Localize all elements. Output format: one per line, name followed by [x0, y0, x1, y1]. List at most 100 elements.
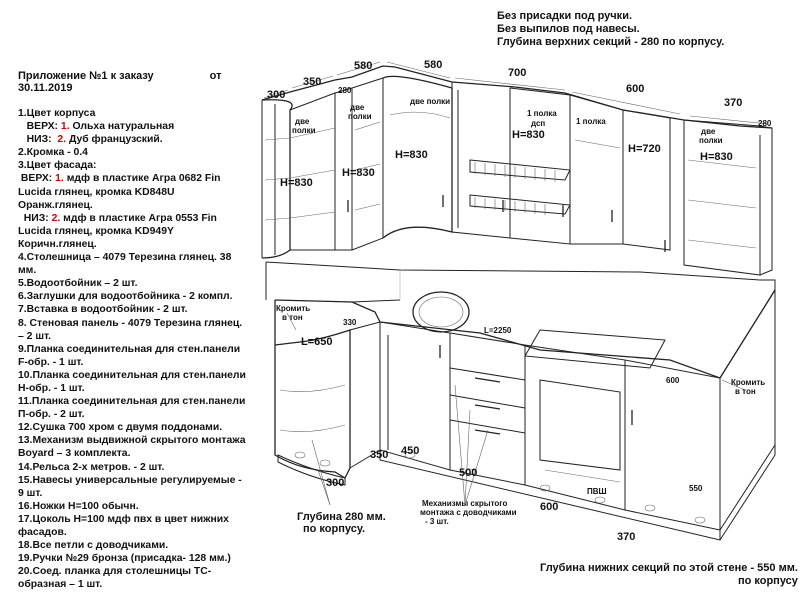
spec-line: ВЕРХ: 1. мдф в пластике Агра 0682 Fin: [18, 172, 266, 185]
height-830-b: Н=830: [342, 167, 375, 179]
spec-text: F-обр. - 1 шт.: [18, 356, 84, 368]
order-from: от: [209, 70, 222, 82]
label-two-shelves-d2: полки: [699, 136, 723, 145]
dim-350-lower: 350: [370, 449, 388, 461]
label-two-shelves-b2: полки: [348, 112, 372, 121]
lower-cabinets: [274, 288, 776, 541]
spec-line: 2.Кромка - 0.4: [18, 146, 266, 159]
specification-list: 1.Цвет корпуса ВЕРХ: 1. Ольха натуральна…: [18, 107, 266, 591]
bottom-note-line-1: Глубина нижних секций по этой стене - 55…: [540, 562, 798, 574]
spec-text: 9.Планка соединительная для стен.панели: [18, 343, 241, 355]
spec-color-number: 2.: [57, 134, 67, 146]
spec-text: ВЕРХ:: [18, 121, 61, 133]
spec-line: НИЗ: 2. мдф в пластике Агра 0553 Fin: [18, 212, 266, 225]
spec-line: 5.Водоотбойник – 2 шт.: [18, 277, 266, 290]
length-2250: L=2250: [484, 326, 512, 335]
dim-370-top: 370: [724, 97, 742, 109]
spec-line: фасадов.: [18, 526, 266, 539]
spec-line: образная – 1 шт.: [18, 578, 266, 591]
spec-line: Н-обр. - 1 шт.: [18, 382, 266, 395]
dimension-lines: [263, 61, 769, 506]
dim-580-a: 580: [354, 60, 372, 72]
dim-550: 550: [689, 484, 703, 493]
label-edge-tone-right-1: Кромить: [731, 378, 765, 387]
spec-line: 12.Сушка 700 хром с двумя поддонами.: [18, 421, 266, 434]
note-no-hanger-cutouts: Без выпилов под навесы.: [497, 23, 640, 35]
spec-text: П-обр. - 2 шт.: [18, 409, 85, 421]
dim-280-upper-left: 280: [338, 86, 352, 95]
spec-text: 5.Водоотбойник – 2 шт.: [18, 278, 138, 290]
label-one-shelf-dsp: 1 полка: [527, 109, 557, 118]
spec-text: НИЗ:: [18, 134, 58, 146]
label-mechanisms-1: Механизмы скрытого: [422, 499, 508, 508]
spec-line: 1.Цвет корпуса: [18, 107, 266, 120]
spec-text: Коричн.глянец.: [18, 238, 97, 250]
label-mechanisms-2: монтажа с доводчиками: [420, 508, 517, 517]
spec-line: 15.Навесы универсальные регулируемые -: [18, 474, 266, 487]
spec-text: 19.Ручки №29 бронза (присадка- 128 мм.): [18, 553, 231, 565]
height-830-e: Н=830: [700, 151, 733, 163]
dimension-labels: 300 350 280 580 580 700 600 370 280 Н=83…: [267, 59, 772, 543]
spec-text: 6.Заглушки для водоотбойника - 2 компл.: [18, 291, 233, 303]
spec-text: 4.Столешница – 4079 Терезина глянец. 38: [18, 252, 232, 264]
height-720: Н=720: [628, 143, 661, 155]
spec-text: НИЗ:: [18, 212, 52, 224]
spec-text-tail: Ольха натуральная: [69, 121, 175, 133]
label-depth-280: Глубина 280 мм.: [297, 511, 386, 523]
spec-line: НИЗ: 2. Дуб французский.: [18, 133, 266, 146]
spec-color-number: 1.: [60, 121, 70, 133]
label-two-shelves-d: две: [701, 127, 716, 136]
spec-color-number: 2.: [51, 212, 61, 224]
dim-300-lower: 300: [326, 477, 344, 489]
spec-line: Lucida глянец, кромка KD848U: [18, 186, 266, 199]
length-650: L=650: [301, 336, 333, 348]
spec-text: 8. Стеновая панель - 4079 Терезина гляне…: [18, 317, 243, 329]
label-two-shelves-c: две полки: [410, 97, 450, 106]
label-pvsh: ПВШ: [587, 487, 607, 496]
spec-line: 10.Планка соединительная для стен.панели: [18, 369, 266, 382]
spec-text: Н-обр. - 1 шт.: [18, 382, 85, 394]
spec-text-tail: Дуб французский.: [66, 134, 163, 146]
spec-text: ВЕРХ:: [18, 173, 56, 185]
spec-text-tail: мдф в пластике Агра 0553 Fin: [60, 212, 217, 224]
label-edge-tone-left-1: Кромить: [276, 304, 310, 313]
note-upper-depth: Глубина верхних секций - 280 по корпусу.: [497, 36, 725, 48]
spec-text: Lucida глянец, кромка KD949Y: [18, 225, 174, 237]
spec-text: 7.Вставка в водоотбойник - 2 шт.: [18, 304, 188, 316]
dim-330: 330: [343, 318, 357, 327]
label-depth-280-body: по корпусу.: [303, 523, 365, 535]
spec-text: 20.Соед. планка для столешницы ТС-: [18, 566, 212, 578]
bottom-depth-note: Глубина нижних секций по этой стене - 55…: [540, 562, 798, 588]
spec-text: образная – 1 шт.: [18, 579, 103, 591]
label-two-shelves-b: две: [350, 103, 365, 112]
spec-line: – 2 шт.: [18, 330, 266, 343]
dim-280-upper-right: 280: [758, 119, 772, 128]
spec-text: 16.Ножки Н=100 обычн.: [18, 500, 139, 512]
label-two-shelves-a2: полки: [292, 126, 316, 135]
order-title: Приложение №1 к заказу: [18, 70, 154, 82]
order-header: Приложение №1 к заказу от 30.11.2019: [18, 70, 222, 94]
spec-text: 11.Планка соединительная для стен.панели: [18, 396, 246, 408]
dim-370-bottom: 370: [617, 531, 635, 543]
spec-text: 12.Сушка 700 хром с двумя поддонами.: [18, 422, 223, 434]
spec-line: 18.Все петли с доводчиками.: [18, 539, 266, 552]
dim-580-b: 580: [424, 59, 442, 71]
spec-line: 19.Ручки №29 бронза (присадка- 128 мм.): [18, 552, 266, 565]
dim-600-lower: 600: [666, 376, 680, 385]
spec-text: – 2 шт.: [18, 330, 52, 342]
dim-600-bottom: 600: [540, 501, 558, 513]
worktop: [265, 261, 776, 379]
spec-text: 17.Цоколь Н=100 мдф пвх в цвет нижних: [18, 513, 229, 525]
spec-line: 4.Столешница – 4079 Терезина глянец. 38: [18, 251, 266, 264]
dim-500: 500: [459, 467, 477, 479]
spec-text: 10.Планка соединительная для стен.панели: [18, 369, 246, 381]
cooktop: [524, 329, 666, 369]
height-830-c: Н=830: [395, 149, 428, 161]
spec-line: 17.Цоколь Н=100 мдф пвх в цвет нижних: [18, 513, 266, 526]
spec-text: 18.Все петли с доводчиками.: [18, 540, 169, 552]
spec-line: П-обр. - 2 шт.: [18, 408, 266, 421]
spec-line: 14.Рельса 2-х метров. - 2 шт.: [18, 461, 266, 474]
spec-text: Boyard – 3 комплекта.: [18, 448, 131, 460]
spec-text-tail: мдф в пластике Агра 0682 Fin: [63, 173, 221, 185]
spec-line: мм.: [18, 264, 266, 277]
